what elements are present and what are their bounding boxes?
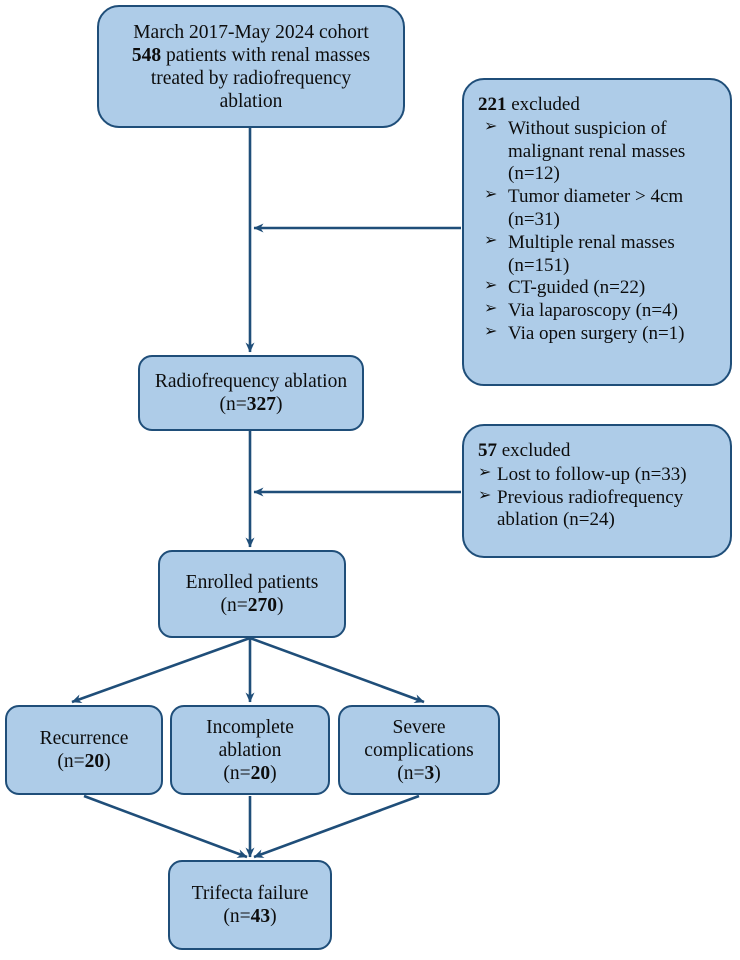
- bullet-arrow-icon: ➢: [484, 117, 498, 135]
- exclusion-list-item: ➢ Via laparoscopy (n=4): [478, 300, 720, 323]
- node-text-line: (n=3): [397, 762, 441, 784]
- node-text-line: Radiofrequency ablation: [154, 371, 348, 392]
- exclusion-list-item: ➢ Tumor diameter > 4cm (n=31): [478, 186, 720, 232]
- node-text-line: complications: [364, 739, 474, 761]
- node-enrolled-patients: Enrolled patients(n=270): [158, 550, 346, 638]
- exclusion-list-item: ➢ CT-guided (n=22): [478, 277, 720, 300]
- node-text-line: (n=20): [223, 762, 277, 784]
- exclusion-2-list: ➢ Lost to follow-up (n=33) ➢ Previous radio…: [478, 464, 720, 532]
- edge-severe-to-trifecta: [253, 794, 420, 859]
- exclusion-2-heading: 57 excluded: [478, 440, 571, 461]
- bullet-arrow-icon: ➢: [484, 300, 498, 318]
- bullet-arrow-icon: ➢: [484, 186, 498, 204]
- node-text-line: 548 patients with renal masses: [131, 44, 371, 66]
- node-radiofrequency-ablation: Radiofrequency ablation(n=327): [138, 355, 364, 431]
- exclusion-list-item: ➢ Multiple renal masses (n=151): [478, 232, 720, 278]
- exclusion-item-label: Multiple renal masses (n=151): [508, 231, 675, 276]
- exclusion-item-label: Via laparoscopy (n=4): [508, 300, 678, 322]
- node-text-line: (n=270): [220, 595, 284, 616]
- exclusion-1-list: ➢ Without suspicion of malignant renal ma…: [478, 118, 720, 346]
- edge-enrolled-to-recurrence: [71, 636, 251, 704]
- exclusion-box-2: 57 excluded ➢ Lost to follow-up (n=33) ➢ Pr…: [462, 424, 732, 558]
- node-text-line: Incomplete: [206, 716, 294, 738]
- exclusion-list-item: ➢ Previous radiofrequency ablation (n=24): [478, 487, 720, 533]
- bullet-arrow-icon: ➢: [484, 277, 498, 295]
- exclusion-1-heading: 221 excluded: [478, 94, 580, 115]
- exclusion-box-1: 221 excluded ➢ Without suspicion of malig…: [462, 78, 732, 386]
- node-text-line: ablation: [219, 90, 283, 112]
- node-text-line: March 2017-May 2024 cohort: [133, 21, 369, 43]
- bullet-arrow-icon: ➢: [478, 463, 492, 481]
- node-text-line: ablation: [218, 739, 282, 761]
- exclusion-item-label: Previous radiofrequency ablation (n=24): [497, 486, 684, 531]
- exclusion-item-label: CT-guided (n=22): [508, 277, 646, 299]
- exclusion-item-label: Via open surgery (n=1): [508, 322, 685, 344]
- node-text-line: treated by radiofrequency: [150, 67, 352, 89]
- edge-recurrence-to-trifecta: [83, 794, 248, 859]
- node-text-line: Recurrence: [39, 728, 129, 749]
- node-text-line: (n=20): [57, 751, 111, 772]
- exclusion-list-item: ➢ Via open surgery (n=1): [478, 323, 720, 346]
- bullet-arrow-icon: ➢: [484, 322, 498, 340]
- node-trifecta-failure: Trifecta failure(n=43): [168, 860, 332, 950]
- node-recurrence: Recurrence(n=20): [5, 705, 163, 795]
- node-text-line: (n=43): [223, 906, 277, 927]
- node-text-line: Trifecta failure: [191, 883, 309, 904]
- bullet-arrow-icon: ➢: [484, 231, 498, 249]
- bullet-arrow-icon: ➢: [478, 486, 492, 504]
- exclusion-list-item: ➢ Without suspicion of malignant renal ma…: [478, 118, 720, 186]
- exclusion-item-label: Tumor diameter > 4cm (n=31): [508, 186, 684, 230]
- node-text-line: (n=327): [219, 394, 283, 415]
- exclusion-item-label: Lost to follow-up (n=33): [497, 463, 687, 485]
- exclusion-item-label: Without suspicion of malignant renal mas…: [508, 117, 686, 185]
- node-text-line: Severe: [392, 716, 446, 738]
- node-text-line: Enrolled patients: [185, 572, 319, 593]
- edge-enrolled-to-severe: [249, 636, 425, 704]
- exclusion-list-item: ➢ Lost to follow-up (n=33): [478, 464, 720, 487]
